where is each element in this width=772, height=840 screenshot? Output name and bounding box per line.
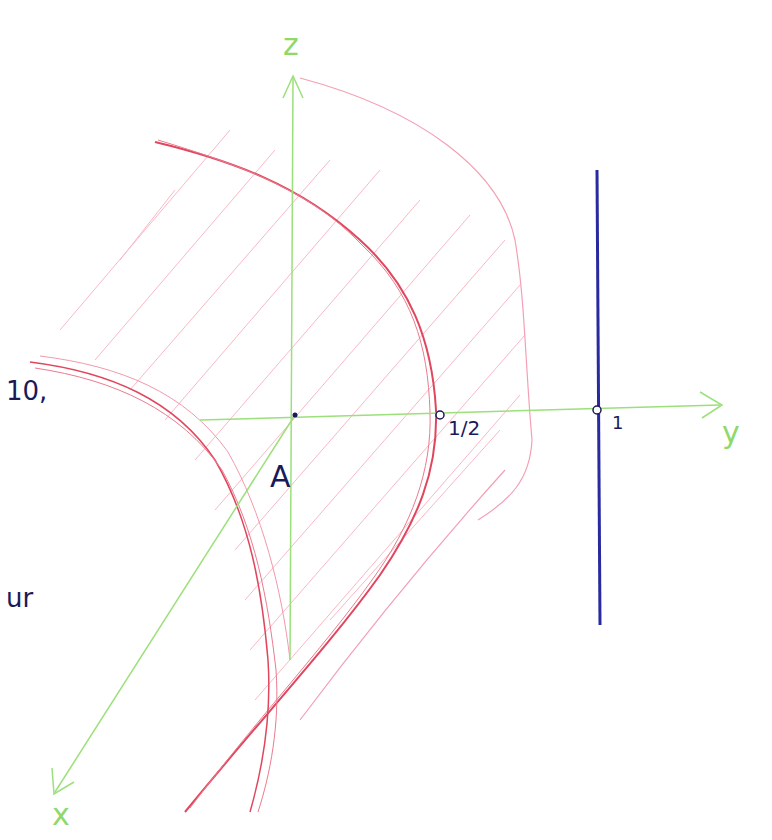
coordinate-label: 1/2 — [448, 418, 480, 438]
surface-curves — [30, 140, 436, 812]
blue-line — [597, 170, 600, 625]
axes — [52, 76, 722, 794]
note-text: ur — [6, 585, 33, 611]
origin-point — [293, 413, 298, 418]
point-label: A — [270, 462, 291, 492]
axis-label: y — [722, 418, 740, 448]
axis-label: z — [283, 30, 299, 60]
note-text: 10, — [6, 378, 47, 404]
one-point — [593, 406, 601, 414]
outer-curve — [300, 78, 532, 720]
axis-label: x — [52, 800, 70, 830]
coordinate-label: 1 — [612, 414, 623, 432]
half-point — [436, 411, 444, 419]
